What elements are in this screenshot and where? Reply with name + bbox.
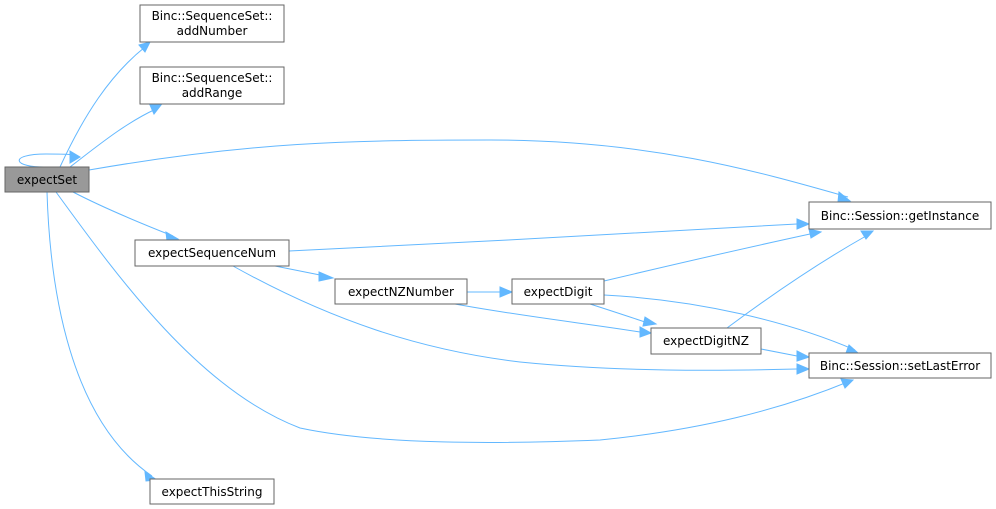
edge-expectdigit-getinstance [603,228,823,282]
edge-expectdigit-expectdigitnz [589,303,658,327]
edge-expectset-expectset [18,150,81,168]
node-expectsequencenum-label: expectSequenceNum [148,246,276,260]
node-expectthisstring-label: expectThisString [162,485,263,499]
node-expectnznumber[interactable]: expectNZNumber [334,278,468,305]
node-setlasterror[interactable]: Binc::Session::setLastError [808,352,992,379]
node-expectsequencenum[interactable]: expectSequenceNum [134,239,290,267]
node-addnumber[interactable]: Binc::SequenceSet:: addNumber [139,4,285,43]
edge-expectdigit-setlasterror [603,294,860,354]
node-expectdigit[interactable]: expectDigit [511,278,605,305]
node-addnumber-label-line1: Binc::SequenceSet:: [152,9,273,23]
edge-expectdigitnz-getinstance [726,230,875,329]
edge-expectsequencenum-getinstance [288,218,811,252]
edge-expectset-expectsequencenum [72,191,180,242]
node-expectdigitnz-label: expectDigitNZ [663,334,749,348]
node-addrange-label-line2: addRange [182,86,243,100]
node-getinstance-label: Binc::Session::getInstance [821,209,979,223]
edge-expectsequencenum-expectnznumber [274,265,335,282]
edge-expectdigitnz-setlasterror [760,348,811,362]
node-expectdigitnz[interactable]: expectDigitNZ [650,327,762,355]
nodes-layer: expectSet Binc::SequenceSet:: addNumber … [4,4,992,505]
edge-expectnznumber-expectdigitnz [454,303,653,338]
edge-expectset-getinstance [88,139,852,203]
node-expectnznumber-label: expectNZNumber [348,285,454,299]
edge-expectset-expectthisstring [46,191,159,482]
edge-expectnznumber-expectdigit [467,286,514,298]
node-addrange[interactable]: Binc::SequenceSet:: addRange [139,66,285,105]
node-expectset-label: expectSet [17,173,78,187]
edges-layer [18,41,875,482]
node-getinstance[interactable]: Binc::Session::getInstance [808,201,992,230]
edge-expectset-setlasterror [55,191,855,443]
node-expectdigit-label: expectDigit [524,285,593,299]
node-addnumber-label-line2: addNumber [177,24,248,38]
edge-expectsequencenum-setlasterror [232,265,811,375]
edge-expectset-addrange [69,104,163,168]
edge-expectset-addnumber [59,41,151,168]
node-addrange-label-line1: Binc::SequenceSet:: [152,71,273,85]
node-expectthisstring[interactable]: expectThisString [149,478,275,505]
node-expectset[interactable]: expectSet [4,166,90,193]
node-setlasterror-label: Binc::Session::setLastError [820,359,980,373]
